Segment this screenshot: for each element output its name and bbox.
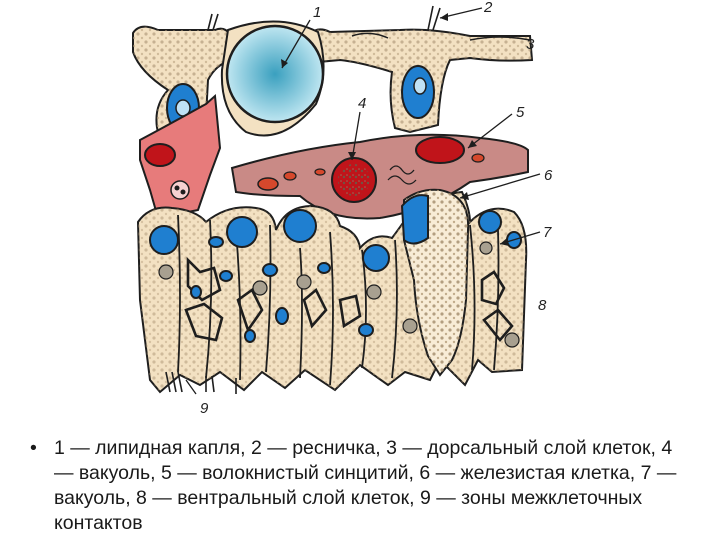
label-1: 1 — [313, 4, 321, 21]
label-5: 5 — [516, 104, 525, 121]
label-6: 6 — [544, 167, 553, 184]
label-3: 3 — [526, 36, 535, 53]
ventral-cell-nucleus — [478, 210, 502, 234]
vacuole-network — [184, 256, 514, 343]
caption-text: 1 — липидная капля, 2 — ресничка, 3 — до… — [54, 437, 677, 534]
label-8: 8 — [538, 297, 547, 314]
trichoplax-section-diagram: 1 2 3 4 5 6 7 8 9 — [132, 0, 553, 417]
ventral-cell-nucleus — [362, 244, 390, 272]
ventral-cell-nucleus — [226, 216, 258, 248]
figure-caption: • 1 — липидная капля, 2 — ресничка, 3 — … — [30, 436, 690, 536]
label-4: 4 — [358, 95, 366, 112]
ventral-cell-nucleus — [283, 209, 317, 243]
ventral-cell-nucleus — [149, 225, 179, 255]
gland-cell — [400, 188, 470, 377]
red-vacuole — [415, 136, 465, 164]
label-9: 9 — [200, 400, 209, 417]
label-7: 7 — [543, 224, 552, 241]
label-2: 2 — [483, 0, 493, 16]
fiber-syncytium — [230, 133, 529, 220]
cilia — [207, 5, 441, 31]
caption-bullet: • — [30, 437, 37, 459]
intercellular-contact-zones — [165, 371, 237, 394]
lipid-droplet — [225, 24, 325, 124]
